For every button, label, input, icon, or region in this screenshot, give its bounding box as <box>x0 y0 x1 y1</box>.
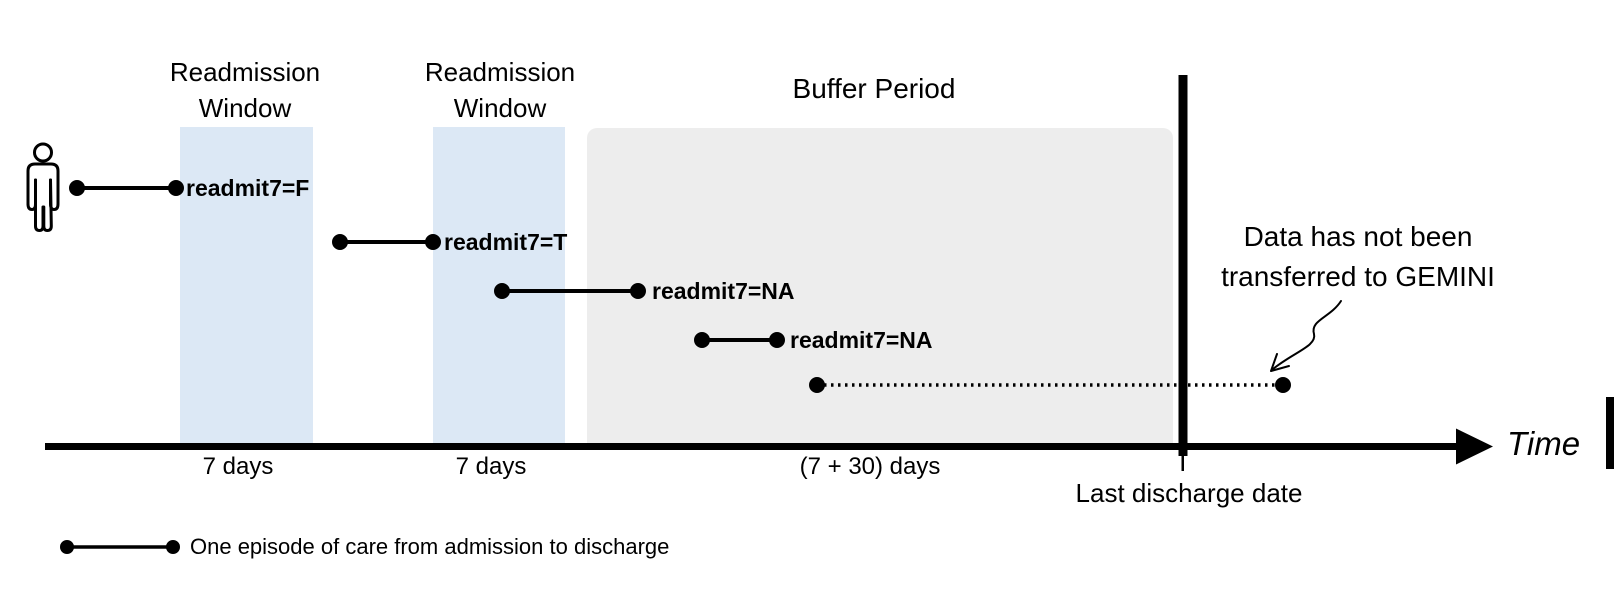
readmission-window-title-2: Readmission Window <box>425 54 575 126</box>
title-line: Window <box>198 93 292 123</box>
untransferred-episode-dotted-line <box>809 377 1291 393</box>
right-edge-artifact <box>1606 397 1614 469</box>
last-discharge-label: Last discharge date <box>1075 478 1303 508</box>
episode-1-line <box>69 180 184 196</box>
annotation-line: Data has not been <box>1243 221 1473 252</box>
axis-arrowhead-icon <box>1456 428 1493 465</box>
episode-4-line <box>694 332 785 348</box>
legend-line <box>60 540 180 554</box>
last-discharge-tick <box>1181 450 1184 471</box>
episode-2-line <box>332 234 441 250</box>
title-line: Readmission <box>169 57 321 87</box>
patient-icon <box>26 142 60 232</box>
annotation-line: transferred to GEMINI <box>1221 261 1495 292</box>
episode-1-label: readmit7=F <box>186 175 310 201</box>
buffer-period-box <box>587 128 1173 445</box>
time-axis <box>45 428 1493 471</box>
readmission-window-title-1: Readmission Window <box>170 54 320 126</box>
legend-label: One episode of care from admission to di… <box>190 534 670 559</box>
title-line: Readmission <box>424 57 576 87</box>
not-transferred-annotation: Data has not been transferred to GEMINI <box>1221 217 1495 297</box>
episode-2-label: readmit7=T <box>444 229 568 255</box>
annotation-arrow-icon <box>1270 300 1342 372</box>
episode-3-line <box>494 283 646 299</box>
episode-4-label: readmit7=NA <box>790 327 933 353</box>
episode-3-label: readmit7=NA <box>652 278 795 304</box>
buffer-period-title: Buffer Period <box>792 73 956 104</box>
window-2-duration-label: 7 days <box>455 453 527 480</box>
title-line: Window <box>453 93 547 123</box>
buffer-duration-label: (7 + 30) days <box>799 453 941 480</box>
window-1-duration-label: 7 days <box>202 453 274 480</box>
last-discharge-line <box>1178 75 1188 456</box>
time-axis-label: Time <box>1507 425 1581 462</box>
readmission-window-band-1 <box>180 127 313 444</box>
